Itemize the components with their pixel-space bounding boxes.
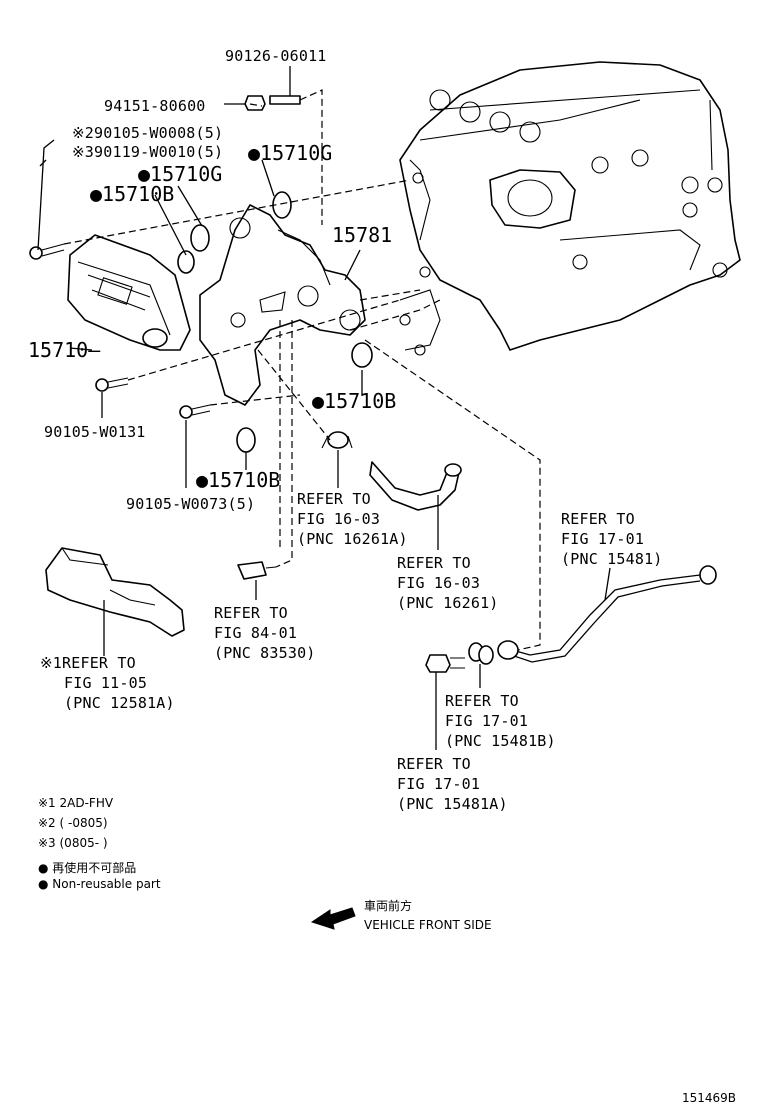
svg-text:(PNC 15481): (PNC 15481) (561, 550, 663, 568)
engine-block-drawing (399, 61, 741, 356)
svg-text:※2 ( -0805): ※2 ( -0805) (38, 816, 108, 830)
bolt-90105-w0073 (179, 404, 211, 419)
label-15710: 15710— (28, 338, 101, 362)
o-ring-15710b-lower (236, 427, 256, 453)
timing-cover-drawing (45, 547, 185, 637)
notes-legend: ※1 2AD-FHV ※2 ( -0805) ※3 (0805- ) ● 再使用… (38, 796, 161, 891)
o-ring-15710b-right (351, 342, 373, 368)
label-15710b-right: ●15710B (312, 389, 396, 413)
ref-16261: REFER TO FIG 16-03 (PNC 16261) (397, 554, 499, 612)
svg-text:FIG 17-01: FIG 17-01 (445, 712, 528, 730)
label-90105-w0073: 90105-W0073(5) (126, 495, 255, 513)
bolt-90105-w0131 (95, 377, 129, 392)
label-90119-w0010: ※390119-W0010(5) (72, 143, 223, 161)
svg-text:(PNC 16261): (PNC 16261) (397, 594, 499, 612)
label-15781: 15781 (332, 223, 392, 247)
label-90105-w0008: ※290105-W0008(5) (72, 124, 223, 142)
oil-cooler-drawing (67, 234, 191, 351)
svg-text:FIG 16-03: FIG 16-03 (397, 574, 480, 592)
ref-15481: REFER TO FIG 17-01 (PNC 15481) (561, 510, 663, 568)
svg-text:● 再使用不可部品: ● 再使用不可部品 (38, 860, 136, 875)
ref-15481a: REFER TO FIG 17-01 (PNC 15481A) (397, 755, 508, 813)
water-hose-drawing (369, 461, 462, 511)
svg-text:(PNC 15481A): (PNC 15481A) (397, 795, 508, 813)
svg-text:FIG 84-01: FIG 84-01 (214, 624, 297, 642)
svg-text:REFER TO: REFER TO (214, 604, 288, 622)
svg-text:※1REFER TO: ※1REFER TO (40, 654, 136, 672)
ref-15481b: REFER TO FIG 17-01 (PNC 15481B) (445, 692, 556, 750)
svg-text:FIG 16-03: FIG 16-03 (297, 510, 380, 528)
svg-text:REFER TO: REFER TO (397, 554, 471, 572)
direction-jp: 車両前方 (364, 898, 412, 913)
svg-text:※3 (0805- ): ※3 (0805- ) (38, 836, 108, 850)
cooler-cover-drawing (199, 204, 366, 406)
label-90126-06011: 90126-06011 (225, 47, 327, 65)
oil-tube-drawing (497, 565, 717, 663)
front-direction-arrow (310, 907, 356, 930)
direction-en: VEHICLE FRONT SIDE (364, 918, 492, 932)
svg-text:FIG 17-01: FIG 17-01 (561, 530, 644, 548)
gasket-pair-drawing (468, 642, 494, 665)
svg-text:(PNC 16261A): (PNC 16261A) (297, 530, 408, 548)
union-bolt-drawing (425, 654, 465, 673)
svg-text:(PNC 12581A): (PNC 12581A) (64, 694, 175, 712)
ref-16261a: REFER TO FIG 16-03 (PNC 16261A) (297, 490, 408, 548)
svg-text:※1 2AD-FHV: ※1 2AD-FHV (38, 796, 114, 810)
stud-bolt-90126 (269, 95, 301, 105)
label-15710b-left: ●15710B (90, 182, 174, 206)
alignment-dashes (63, 89, 541, 651)
ref-12581a: ※1REFER TO FIG 11-05 (PNC 12581A) (40, 654, 175, 712)
label-15710g-left: ●15710G (138, 162, 222, 186)
label-15710g-right: ●15710G (248, 141, 332, 165)
svg-text:(PNC 83530): (PNC 83530) (214, 644, 316, 662)
o-ring-15710g-left (190, 224, 210, 252)
o-ring-15710b-left (177, 250, 195, 274)
svg-text:FIG 17-01: FIG 17-01 (397, 775, 480, 793)
label-90105-w0131: 90105-W0131 (44, 423, 146, 441)
ref-83530: REFER TO FIG 84-01 (PNC 83530) (214, 604, 316, 662)
hose-clamp-drawing (321, 431, 353, 449)
bolt-90105-w0008 (29, 243, 65, 260)
svg-text:● Non-reusable part: ● Non-reusable part (38, 877, 161, 891)
svg-text:REFER TO: REFER TO (397, 755, 471, 773)
leader-lines (37, 66, 611, 750)
label-94151-80600: 94151-80600 (104, 97, 206, 115)
svg-text:(PNC 15481B): (PNC 15481B) (445, 732, 556, 750)
svg-text:REFER TO: REFER TO (297, 490, 371, 508)
figure-id: 151469B (682, 1091, 736, 1105)
oil-pressure-sensor-drawing (237, 561, 277, 580)
svg-text:REFER TO: REFER TO (445, 692, 519, 710)
svg-text:REFER TO: REFER TO (561, 510, 635, 528)
nut-94151 (244, 95, 266, 111)
label-15710b-lower: ●15710B (196, 468, 280, 492)
svg-text:FIG 11-05: FIG 11-05 (64, 674, 147, 692)
